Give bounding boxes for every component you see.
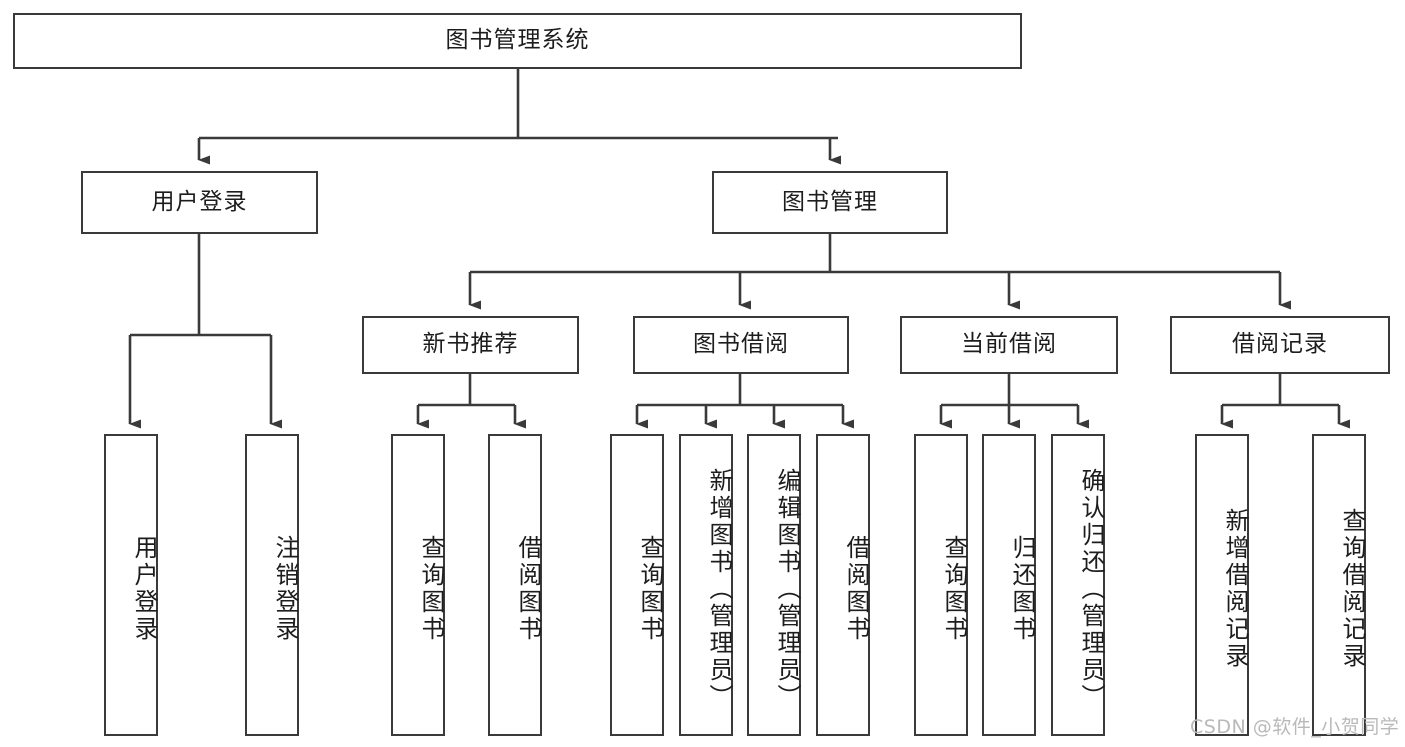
node-label: 图书管理	[782, 188, 878, 215]
node-label: 当前借阅	[961, 331, 1057, 358]
node-user-login[interactable]: 用户登录	[81, 171, 318, 234]
node-label: 新增图书（管理员）	[705, 467, 733, 711]
node-borrow-record[interactable]: 借阅记录	[1170, 316, 1390, 374]
node-label: 查询借阅记录	[1338, 508, 1366, 670]
node-root-system[interactable]: 图书管理系统	[13, 13, 1022, 69]
node-label: 图书借阅	[693, 331, 789, 358]
node-new-book-recommend[interactable]: 新书推荐	[362, 316, 579, 374]
node-label: 用户登录	[151, 188, 248, 215]
node-label: 查询图书	[417, 535, 445, 643]
leaf-confirm-return[interactable]: 确认归还（管理员）	[1051, 434, 1105, 736]
node-label: 借阅记录	[1232, 331, 1328, 358]
node-book-borrow[interactable]: 图书借阅	[633, 316, 849, 374]
node-label: 确认归还（管理员）	[1077, 467, 1105, 711]
leaf-add-book[interactable]: 新增图书（管理员）	[679, 434, 733, 736]
node-label: 归还图书	[1008, 535, 1036, 643]
node-label: 借阅图书	[514, 535, 542, 643]
leaf-borrow-book[interactable]: 借阅图书	[816, 434, 870, 736]
leaf-query-book-recommend[interactable]: 查询图书	[391, 434, 445, 736]
leaf-edit-book[interactable]: 编辑图书（管理员）	[747, 434, 801, 736]
node-label: 查询图书	[940, 535, 968, 643]
node-label: 用户登录	[130, 535, 158, 643]
node-current-borrow[interactable]: 当前借阅	[900, 316, 1118, 374]
leaf-return-book[interactable]: 归还图书	[982, 434, 1036, 736]
node-label: 查询图书	[636, 535, 664, 643]
node-label: 新增借阅记录	[1221, 508, 1249, 670]
leaf-add-borrow-record[interactable]: 新增借阅记录	[1195, 434, 1249, 736]
leaf-user-login[interactable]: 用户登录	[104, 434, 158, 736]
node-label: 新书推荐	[422, 331, 519, 358]
leaf-user-logout[interactable]: 注销登录	[245, 434, 299, 736]
leaf-query-book-borrow[interactable]: 查询图书	[610, 434, 664, 736]
node-label: 借阅图书	[842, 535, 870, 643]
node-book-manage[interactable]: 图书管理	[712, 171, 948, 234]
leaf-borrow-book-recommend[interactable]: 借阅图书	[488, 434, 542, 736]
csdn-watermark: CSDN @软件_小贺同学	[1190, 716, 1400, 738]
node-label: 编辑图书（管理员）	[773, 467, 801, 711]
node-label: 图书管理系统	[445, 27, 590, 54]
leaf-query-borrow-record[interactable]: 查询借阅记录	[1312, 434, 1366, 736]
leaf-query-book-current[interactable]: 查询图书	[914, 434, 968, 736]
node-label: 注销登录	[271, 535, 299, 643]
